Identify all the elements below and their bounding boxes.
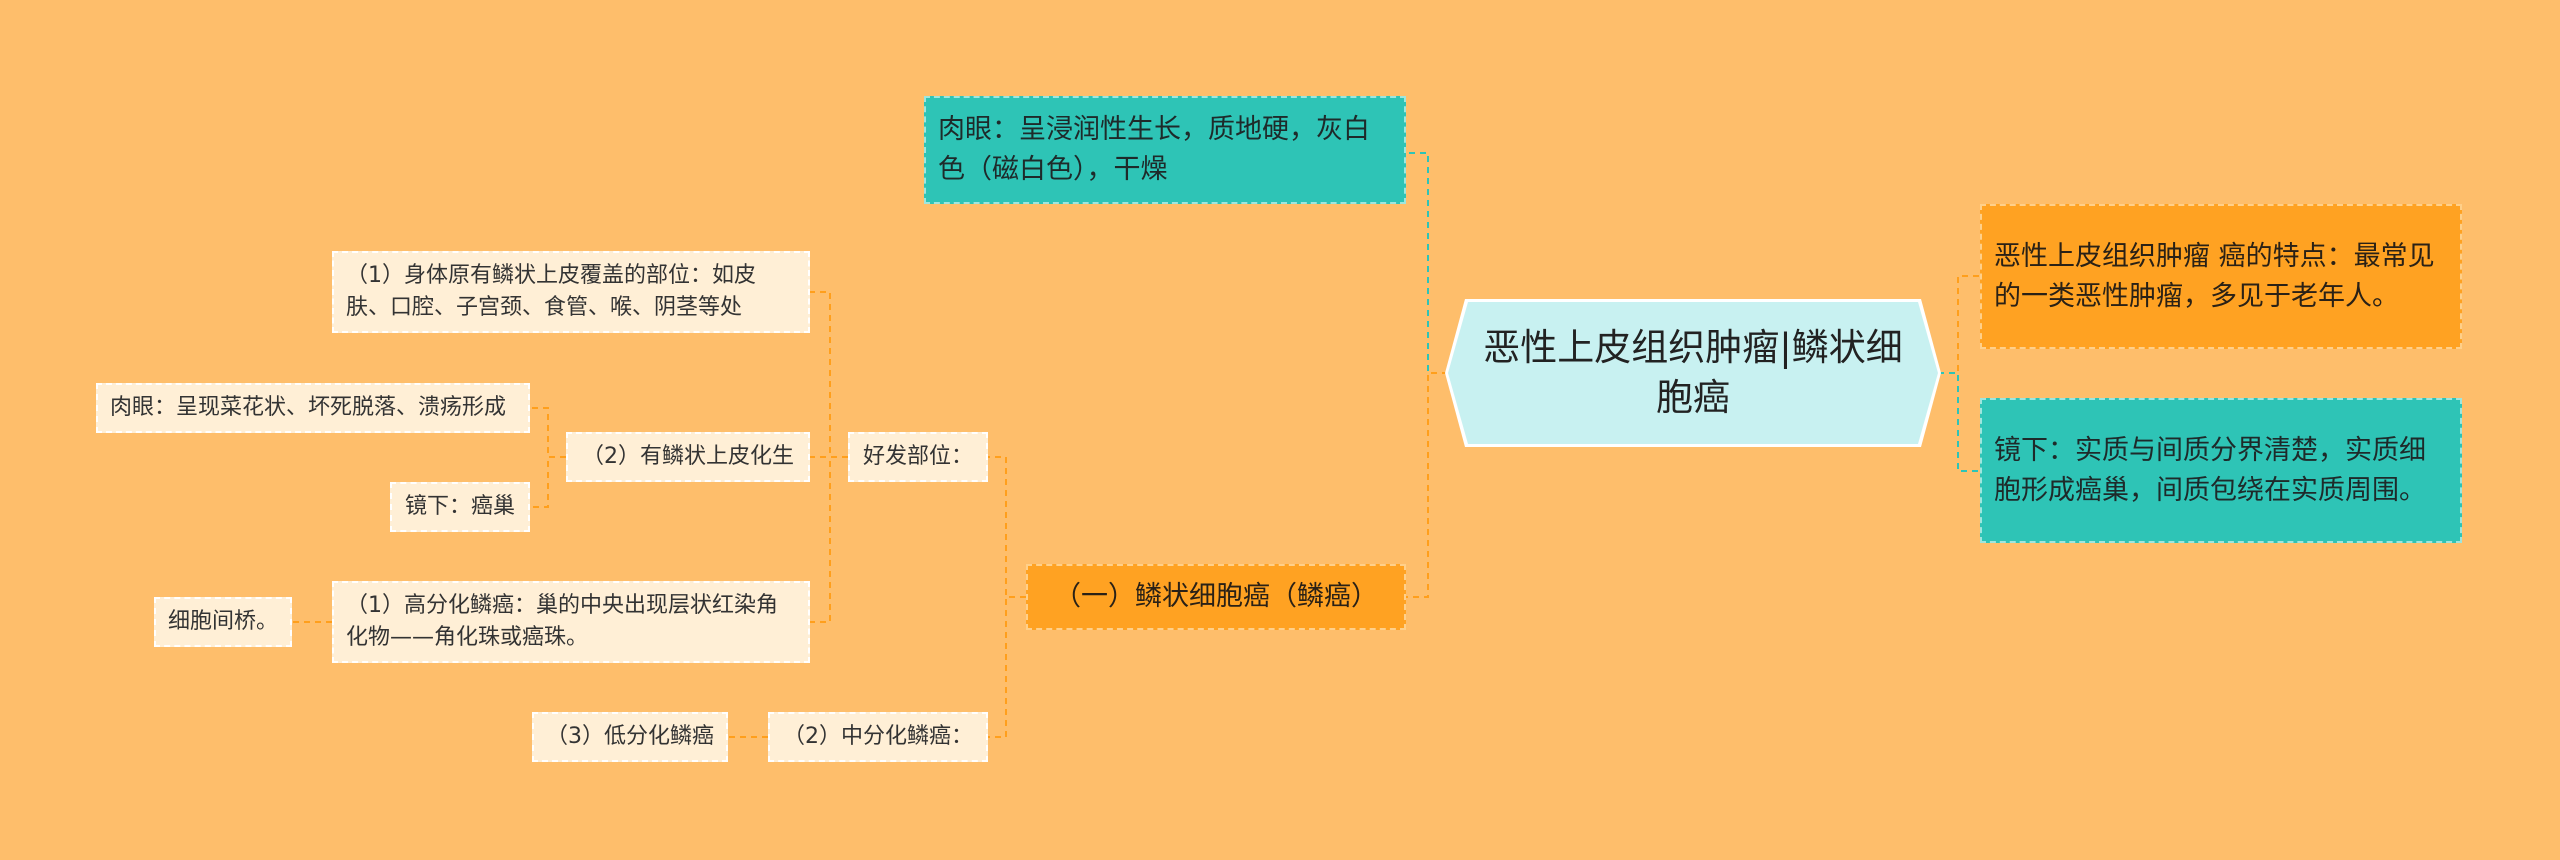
edge-site2-eye: [530, 407, 566, 458]
naked-eye-node[interactable]: 肉眼：呈浸润性生长，质地硬，灰白色（磁白色），干燥: [924, 96, 1406, 204]
feature-node[interactable]: 恶性上皮组织肿瘤 癌的特点：最常见的一类恶性肿瘤，多见于老年人。: [1980, 204, 2462, 349]
edge-site-1: [810, 291, 848, 458]
edge-scc-moderate: [988, 596, 1026, 738]
well-diff-child-node[interactable]: 细胞间桥。: [154, 597, 292, 647]
site-node[interactable]: 好发部位：: [848, 432, 988, 482]
well-diff-node[interactable]: （1）高分化鳞癌：巢的中央出现层状红染角化物——角化珠或癌珠。: [332, 581, 810, 663]
edge-root-feature: [1938, 275, 1980, 374]
microscope-node[interactable]: 镜下：实质与间质分界清楚，实质细胞形成癌巢，间质包绕在实质周围。: [1980, 398, 2462, 543]
site-1-node[interactable]: （1）身体原有鳞状上皮覆盖的部位：如皮肤、口腔、子宫颈、食管、喉、阴茎等处: [332, 251, 810, 333]
edge-root-naked-eye: [1406, 152, 1448, 374]
edge-root-scc: [1406, 372, 1448, 598]
site-2-micro-node[interactable]: 镜下：癌巢: [390, 482, 530, 532]
edge-root-microscope: [1938, 372, 1980, 472]
scc-node[interactable]: （一）鳞状细胞癌（鳞癌）: [1026, 564, 1406, 630]
edge-site2-micro: [530, 456, 566, 508]
root-node[interactable]: 恶性上皮组织肿瘤|鳞状细胞癌: [1448, 302, 1938, 444]
poor-node[interactable]: （3）低分化鳞癌: [532, 712, 728, 762]
moderate-node[interactable]: （2）中分化鳞癌：: [768, 712, 988, 762]
site-2-node[interactable]: （2）有鳞状上皮化生: [566, 432, 810, 482]
edge-site-well: [810, 456, 848, 623]
site-2-eye-node[interactable]: 肉眼：呈现菜花状、坏死脱落、溃疡形成: [96, 383, 530, 433]
edge-scc-site: [988, 456, 1026, 598]
